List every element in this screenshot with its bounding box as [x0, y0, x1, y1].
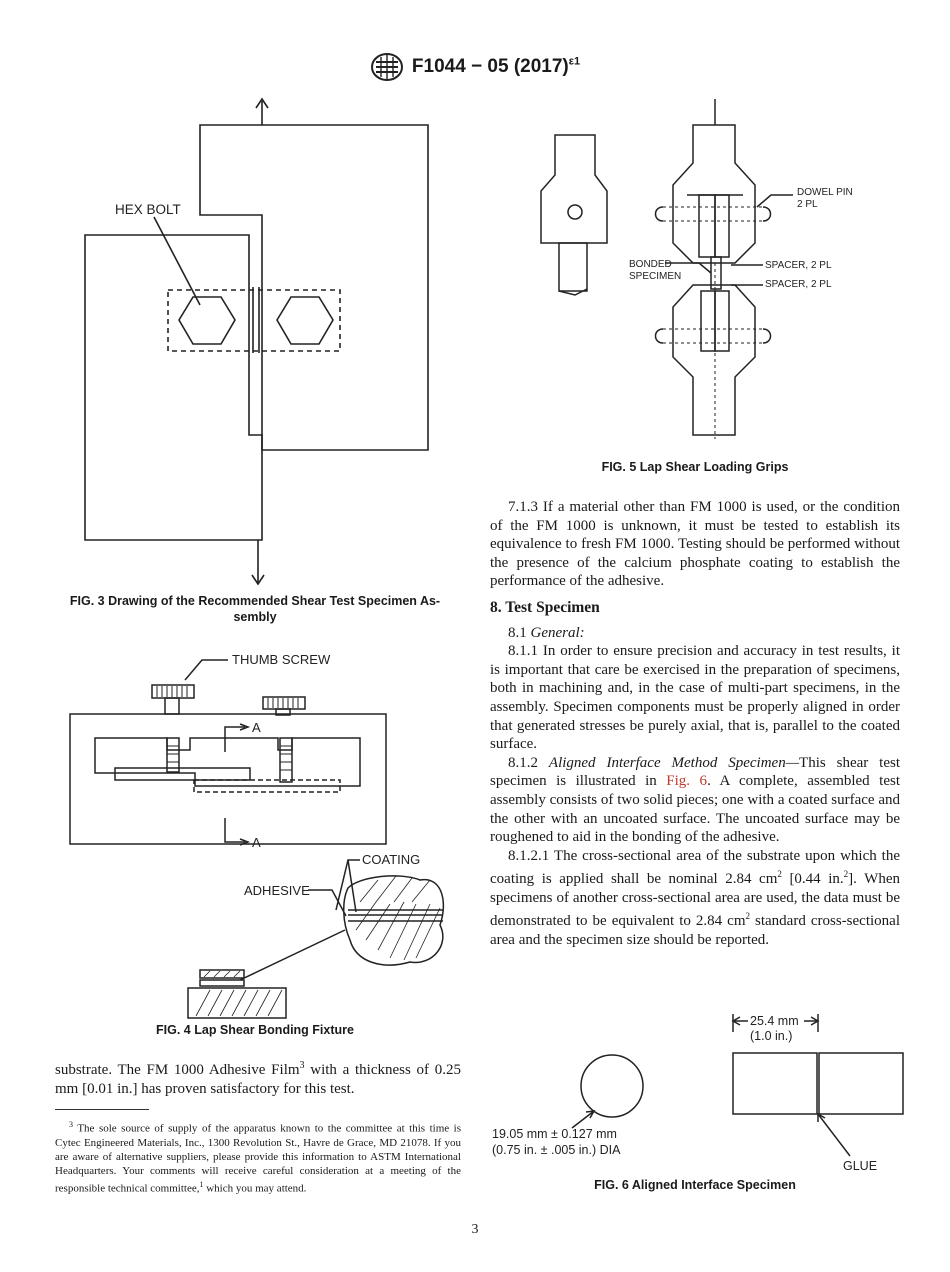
figure-5-caption: FIG. 5 Lap Shear Loading Grips	[601, 460, 789, 474]
figure-6-drawing: 25.4 mm (1.0 in.) 19.05 mm ± 0.127 mm (0…	[492, 1014, 904, 1173]
paragraph-8-1-title: General:	[530, 624, 585, 641]
width-mm-label: 25.4 mm	[750, 1014, 799, 1028]
section-a-bottom-label: A	[252, 835, 261, 850]
bonded-specimen-label-line-1: BONDED	[629, 259, 672, 270]
footnote-text: 3 The sole source of supply of the appar…	[55, 1118, 461, 1195]
paragraph-8-1-number: 8.1	[508, 624, 531, 641]
figure-3-caption: FIG. 3 Drawing of the Recommended Shear …	[55, 593, 455, 625]
footnote: 3 The sole source of supply of the appar…	[55, 1118, 461, 1195]
hex-bolt-label: HEX BOLT	[115, 202, 181, 217]
substrate-paragraph: substrate. The FM 1000 Adhesive Film3 wi…	[55, 1057, 461, 1098]
footnote-ref-3: 3	[299, 1060, 305, 1071]
fig-6-link[interactable]: Fig. 6	[666, 773, 708, 790]
page-number: 3	[471, 1222, 479, 1237]
figure-3-caption-line-1: FIG. 3 Drawing of the Recommended Shear …	[69, 594, 441, 608]
footnote-rule	[55, 1109, 149, 1110]
paragraph-8-1-1: 8.1.1 In order to ensure precision and a…	[490, 643, 900, 753]
footnote-text-part-b: which you may attend.	[203, 1182, 307, 1195]
figure-6-caption: FIG. 6 Aligned Interface Specimen	[594, 1178, 796, 1192]
spacer-lower-label: SPACER, 2 PL	[765, 279, 832, 290]
glue-label: GLUE	[843, 1159, 877, 1173]
section-a-top-label: A	[252, 720, 261, 735]
paragraph-8-1-2-1-part-d: standard cross-sectional area and the sp…	[490, 913, 900, 949]
dowel-pin-label: DOWEL PIN	[797, 187, 853, 198]
figure-3-drawing: HEX BOLT	[84, 97, 429, 586]
paragraph-8-1-2-1: 8.1.2.1 The cross-sectional area of the …	[490, 847, 900, 950]
paragraph-8-1-2-1-part-a: 8.1.2.1 The cross-sectional area of the …	[490, 847, 900, 888]
superscript-2-a: 2	[777, 869, 782, 880]
adhesive-label: ADHESIVE	[244, 883, 310, 898]
figure-4-caption: FIG. 4 Lap Shear Bonding Fixture	[156, 1023, 354, 1037]
substrate-paragraph-part-b: with a thickness of 0.25 mm [0.01 in.] h…	[55, 1062, 461, 1097]
designation: F1044 − 05 (2017)	[411, 56, 569, 78]
diameter-mm-label: 19.05 mm ± 0.127 mm	[492, 1127, 617, 1141]
figure-5-drawing: DOWEL PIN 2 PL SPACER, 2 PL SPACER, 2 PL…	[540, 99, 853, 439]
superscript-2-b: 2	[843, 869, 849, 880]
bonded-specimen-label-line-2: SPECIMEN	[629, 271, 681, 282]
thumb-screw-label: THUMB SCREW	[232, 652, 331, 667]
paragraph-8-1-2-1-part-b: [0.44 in.	[781, 871, 844, 888]
paragraph-8-1: 8.1 General:	[490, 624, 900, 643]
footnote-number: 3	[69, 1120, 73, 1129]
paragraph-8-1-2: 8.1.2 Aligned Interface Method Specimen—…	[490, 754, 900, 847]
left-column-text: substrate. The FM 1000 Adhesive Film3 wi…	[55, 1057, 461, 1098]
footnote-ref-1: 1	[199, 1179, 204, 1189]
figure-4-drawing: THUMB SCREW A A COATING ADHESIVE	[69, 652, 445, 1019]
footnote-text-part-a: The sole source of supply of the apparat…	[55, 1122, 461, 1195]
substrate-paragraph-part-a: substrate. The FM 1000 Adhesive Film	[55, 1062, 300, 1078]
paragraph-8-1-2-part-a: This shear test specimen is illustrated …	[490, 754, 900, 790]
section-8-heading: 8. Test Specimen	[490, 598, 600, 616]
dowel-pin-count-label: 2 PL	[797, 199, 818, 210]
paragraph-8-1-2-1-part-c: ]. When specimens of another cross-secti…	[490, 871, 900, 930]
page-header: F1044 − 05 (2017)ε1	[0, 52, 950, 82]
designation-superscript: ε1	[568, 55, 581, 68]
superscript-2-c: 2	[745, 911, 751, 922]
right-column-text: 7.1.3 If a material other than FM 1000 i…	[490, 498, 900, 950]
spacer-upper-label: SPACER, 2 PL	[765, 260, 832, 271]
astm-logo	[370, 53, 403, 81]
width-in-label: (1.0 in.)	[750, 1029, 792, 1043]
diameter-in-label: (0.75 in. ± .005 in.) DIA	[492, 1143, 621, 1157]
paragraph-8-1-2-part-b: . A complete, assembled test assembly co…	[490, 773, 901, 846]
paragraph-7-1-3: 7.1.3 If a material other than FM 1000 i…	[490, 499, 900, 590]
paragraph-8-1-2-number: 8.1.2	[508, 754, 549, 771]
paragraph-8-1-2-title: Aligned Interface Method Specimen—	[548, 754, 800, 771]
figure-3-caption-line-2: sembly	[233, 610, 277, 624]
coating-label: COATING	[362, 852, 420, 867]
